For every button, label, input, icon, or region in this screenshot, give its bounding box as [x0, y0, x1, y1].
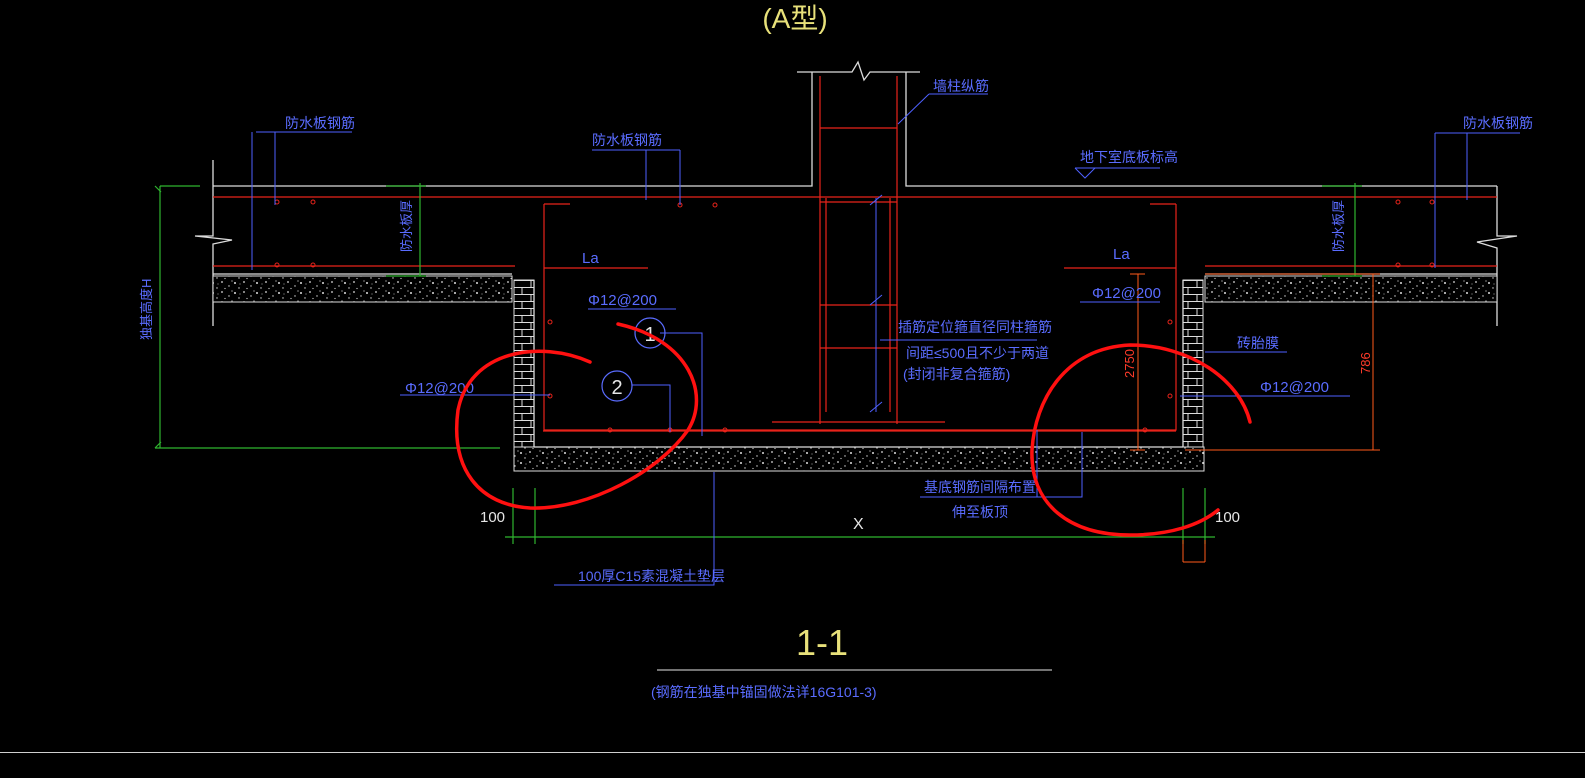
cushion-layer-left	[212, 275, 513, 303]
dim-786-label: 786	[1358, 352, 1373, 374]
waterproof-rebar-right-label: 防水板钢筋	[1463, 115, 1533, 131]
section-note: (钢筋在独基中锚固做法详16G101-3)	[651, 684, 877, 700]
waterproof-rebar-left-label: 防水板钢筋	[285, 115, 355, 131]
base-rebar-note-line1: 基底钢筋间隔布置	[924, 479, 1036, 495]
markup-circle-right	[1030, 343, 1252, 537]
dowel-note-line3: (封闭非复合箍筋)	[903, 366, 1010, 382]
marker-2: 2	[611, 377, 622, 399]
la-right-label: La	[1113, 246, 1130, 263]
dowel-note-line1: 插筋定位箍直径同柱箍筋	[898, 319, 1052, 335]
dim-2750-label: 2750	[1122, 349, 1137, 378]
leader-lines	[251, 93, 1520, 586]
wall-column-rebar-label: 墙柱纵筋	[933, 78, 989, 94]
foundation-pit-outline	[533, 280, 1184, 448]
marker-circle-2	[601, 370, 633, 402]
bottom-divider-bar	[0, 752, 1585, 778]
cushion-note-label: 100厚C15素混凝土垫层	[578, 568, 725, 584]
dimension-lines	[154, 183, 1362, 544]
waterproof-rebar-mid-label: 防水板钢筋	[592, 132, 662, 148]
rebar-top-left-label: Φ12@200	[588, 292, 657, 309]
base-rebar-note-line2: 伸至板顶	[952, 504, 1008, 520]
rebar-side-right-label: Φ12@200	[1260, 379, 1329, 396]
basement-floor-level-label: 地下室底板标高	[1080, 149, 1178, 165]
brick-mold-left	[513, 279, 535, 448]
markup-circle-left	[455, 322, 699, 510]
rebar-lines	[213, 76, 1497, 432]
brick-mold-label: 砖胎膜	[1237, 335, 1279, 351]
dimension-lines-orange	[1130, 273, 1380, 563]
cushion-layer-right	[1204, 275, 1498, 303]
dim-100-right-label: 100	[1215, 509, 1240, 526]
dim-x-label: X	[853, 516, 864, 533]
section-title: 1-1	[796, 622, 848, 663]
dowel-note-line2: 间距≤500且不少于两道	[906, 345, 1049, 361]
la-left-label: La	[582, 250, 599, 267]
type-title: (A型)	[762, 3, 827, 34]
rebar-side-left-label: Φ12@200	[405, 380, 474, 397]
foundation-height-label: 独基高度H	[139, 279, 154, 340]
rebar-dots	[274, 199, 1435, 433]
dim-100-left-label: 100	[480, 509, 505, 526]
cushion-layer-bottom	[513, 446, 1205, 472]
marker-circle-1	[634, 317, 666, 349]
waterproof-thickness-right-label: 防水板厚	[1331, 200, 1346, 252]
cad-drawing-canvas[interactable]: (A型)	[0, 0, 1585, 752]
rebar-top-right-label: Φ12@200	[1092, 285, 1161, 302]
waterproof-thickness-left-label: 防水板厚	[399, 200, 414, 252]
